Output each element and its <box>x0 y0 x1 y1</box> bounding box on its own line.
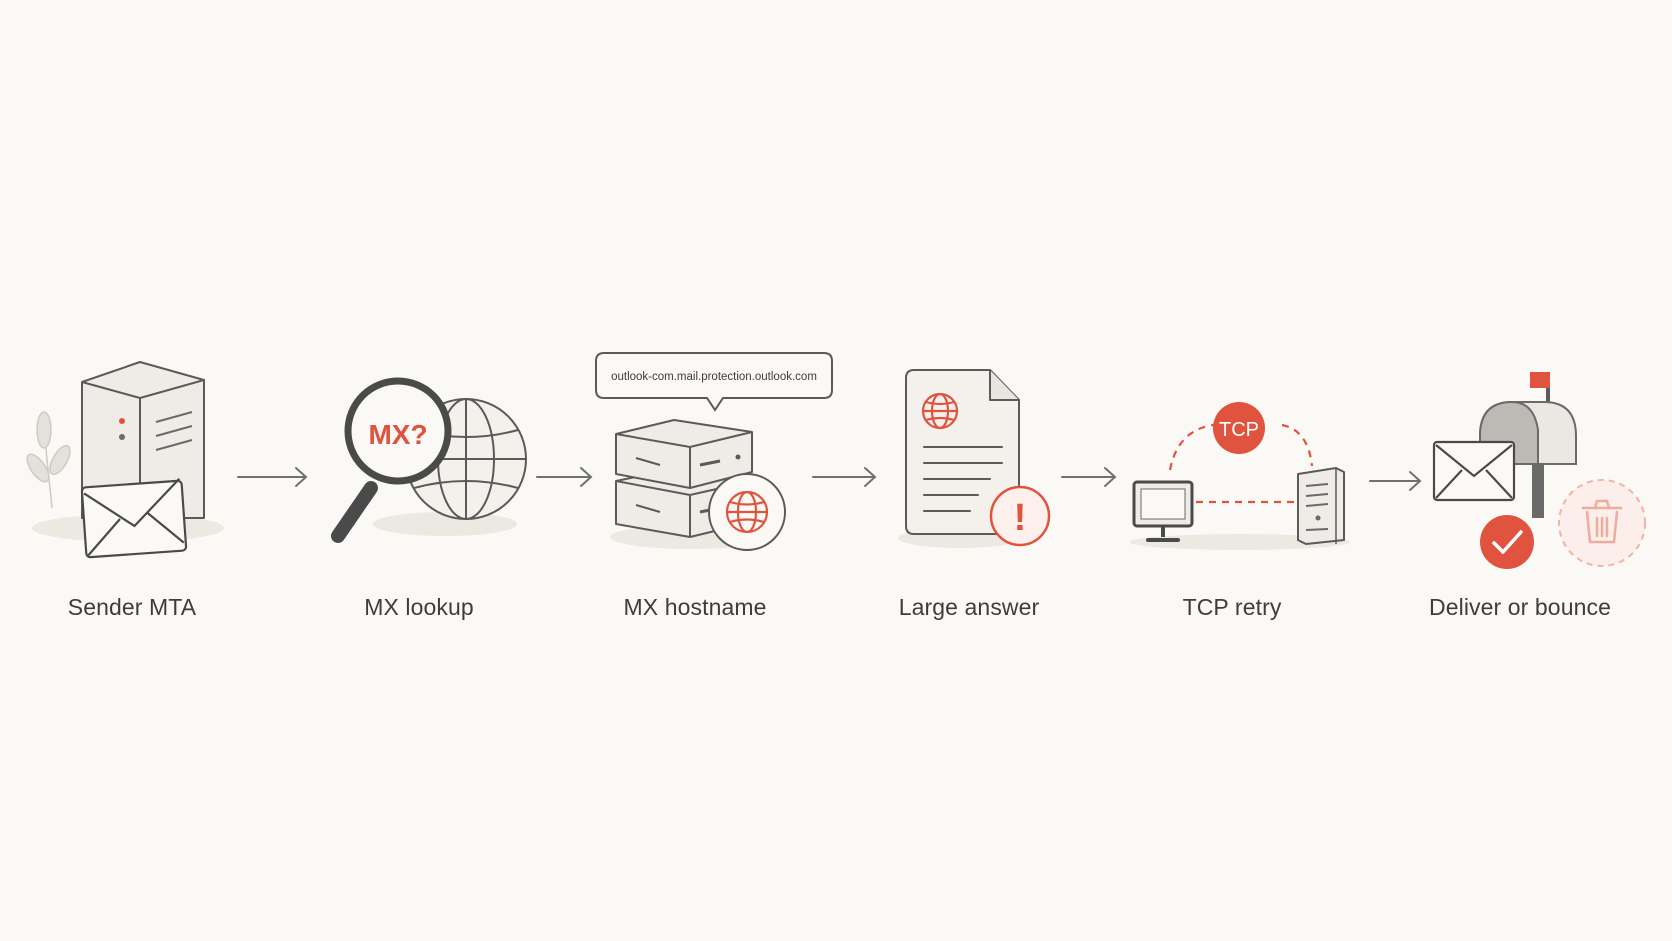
document-warning-icon: ! <box>898 369 1051 548</box>
arrow-icon <box>812 467 877 487</box>
server-stack-globe-icon: outlook-com.mail.protection.outlook.com <box>595 352 833 551</box>
arrow-icon <box>1061 467 1117 487</box>
step-label-large-answer: Large answer <box>898 594 1040 620</box>
arrow-icon <box>1369 471 1422 491</box>
magnifier-icon: MX? <box>331 377 452 543</box>
step-label-mx-lookup: MX lookup <box>364 594 474 620</box>
check-icon <box>1480 515 1534 569</box>
envelope-icon <box>1432 440 1516 502</box>
server-icon <box>1297 467 1345 545</box>
monitor-icon <box>1132 480 1194 542</box>
tcp-connection-icon: TCP <box>1130 402 1350 550</box>
hostname-text: outlook-com.mail.protection.outlook.com <box>611 371 817 383</box>
warning-badge: ! <box>1014 497 1027 539</box>
mx-query-badge: MX? <box>368 419 427 450</box>
step-label-tcp-retry: TCP retry <box>1182 594 1282 620</box>
warning-icon: ! <box>989 485 1051 547</box>
server-envelope-icon <box>26 361 224 559</box>
step-label-deliver-or-bounce: Deliver or bounce <box>1429 594 1611 620</box>
arrow-icon <box>536 467 593 487</box>
envelope-icon <box>80 477 188 559</box>
hostname-callout: outlook-com.mail.protection.outlook.com <box>595 352 833 412</box>
magnifier-globe-icon: MX? <box>331 377 527 543</box>
step-label-mx-hostname: MX hostname <box>623 594 767 620</box>
tcp-badge: TCP <box>1219 419 1259 441</box>
plant-icon <box>26 411 71 509</box>
step-label-sender-mta: Sender MTA <box>67 594 197 620</box>
arrow-icon <box>237 467 308 487</box>
trash-icon <box>1558 479 1646 567</box>
globe-icon <box>708 473 786 551</box>
mailbox-check-trash-icon <box>1432 372 1646 569</box>
